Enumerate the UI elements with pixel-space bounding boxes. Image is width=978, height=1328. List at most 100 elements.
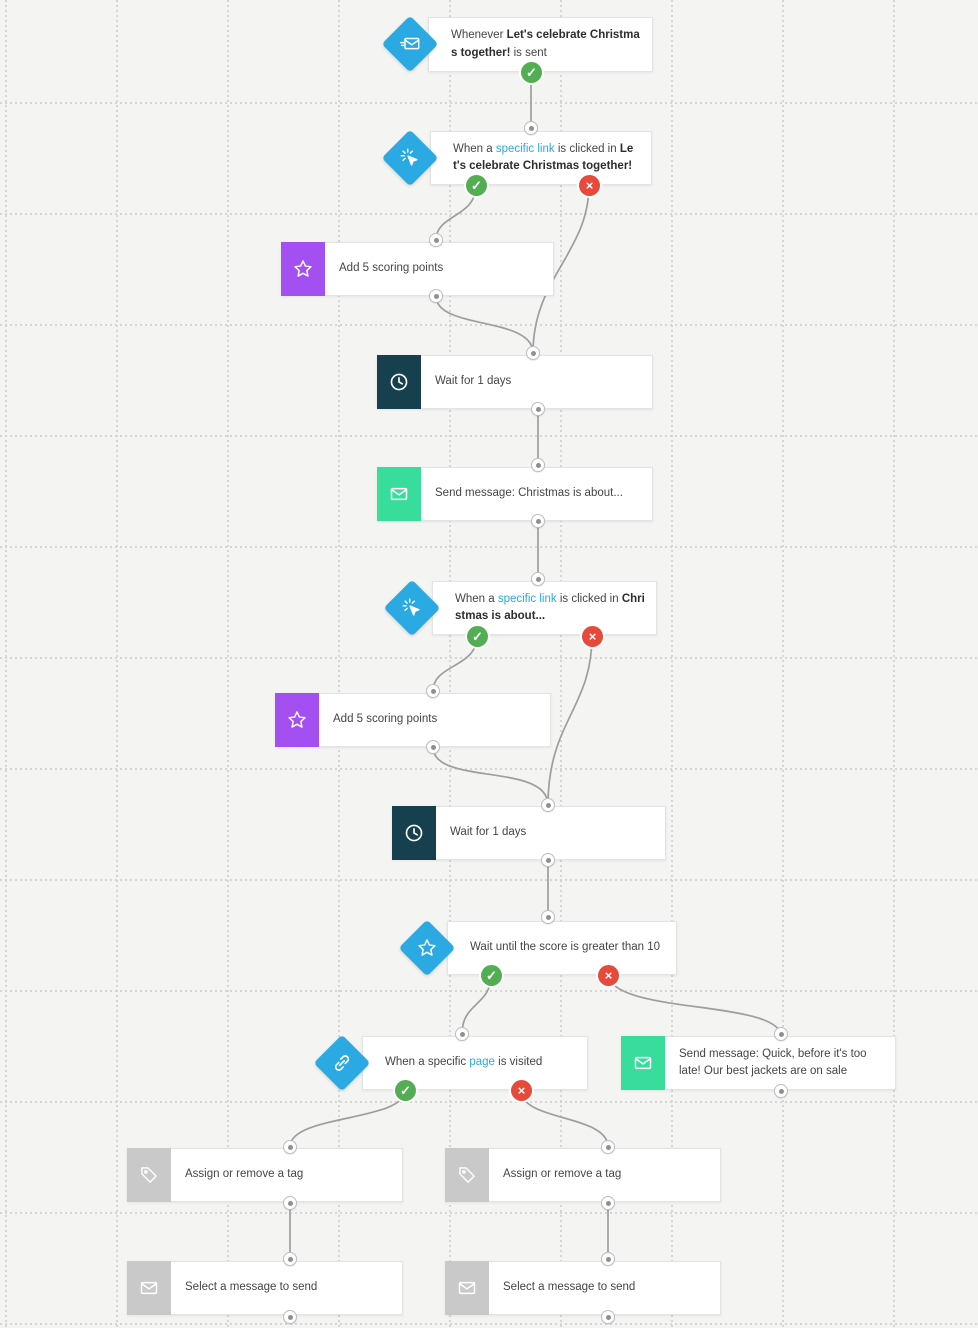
connector-dot[interactable] bbox=[774, 1027, 788, 1041]
connector-dot[interactable] bbox=[455, 1027, 469, 1041]
wire bbox=[289, 1089, 406, 1148]
clock-icon bbox=[392, 806, 436, 860]
condition-diamond[interactable] bbox=[383, 579, 441, 637]
failure-badge[interactable]: × bbox=[582, 626, 603, 647]
node-action-select-message-right[interactable]: Select a message to send bbox=[445, 1261, 721, 1315]
node-label: Add 5 scoring points bbox=[333, 713, 438, 726]
node-label: Wait for 1 days bbox=[435, 375, 512, 388]
connector-dot[interactable] bbox=[601, 1252, 615, 1266]
node-label: When a specific page is visited bbox=[385, 1054, 578, 1071]
node-action-send-message-2[interactable]: Send message: Quick, before it's too lat… bbox=[621, 1036, 896, 1090]
connector-dot[interactable] bbox=[426, 740, 440, 754]
label-text: is clicked in bbox=[556, 592, 622, 605]
node-action-select-message-left[interactable]: Select a message to send bbox=[127, 1261, 403, 1315]
label-link[interactable]: page bbox=[469, 1056, 495, 1069]
failure-badge[interactable]: × bbox=[598, 965, 619, 986]
connector-dot[interactable] bbox=[601, 1196, 615, 1210]
connector-dot[interactable] bbox=[541, 910, 555, 924]
node-label: Wait until the score is greater than 10 bbox=[470, 939, 667, 956]
success-badge[interactable]: ✓ bbox=[466, 175, 487, 196]
success-badge[interactable]: ✓ bbox=[521, 62, 542, 83]
connector-dot[interactable] bbox=[601, 1140, 615, 1154]
success-badge[interactable]: ✓ bbox=[467, 626, 488, 647]
node-action-wait-2[interactable]: Wait for 1 days bbox=[392, 806, 666, 860]
connector-dot[interactable] bbox=[429, 233, 443, 247]
message-sent-icon bbox=[390, 24, 430, 64]
tag-icon bbox=[445, 1148, 489, 1202]
envelope-icon bbox=[377, 467, 421, 521]
node-label: Assign or remove a tag bbox=[185, 1168, 304, 1181]
node-condition-link-clicked-2[interactable]: When a specific link is clicked in Chris… bbox=[432, 581, 657, 635]
envelope-icon bbox=[445, 1261, 489, 1315]
star-icon bbox=[281, 242, 325, 296]
success-badge[interactable]: ✓ bbox=[481, 965, 502, 986]
label-link[interactable]: specific link bbox=[497, 592, 557, 605]
connector-dot[interactable] bbox=[524, 121, 538, 135]
wire bbox=[435, 295, 534, 354]
connector-dot[interactable] bbox=[531, 514, 545, 528]
node-action-send-message[interactable]: Send message: Christmas is about... bbox=[377, 467, 653, 521]
clock-icon bbox=[377, 355, 421, 409]
connector-dot[interactable] bbox=[283, 1252, 297, 1266]
wire bbox=[520, 1089, 609, 1148]
wire bbox=[607, 974, 782, 1035]
label-text: When a specific bbox=[385, 1056, 470, 1069]
node-condition-page-visited[interactable]: When a specific page is visited bbox=[362, 1036, 588, 1090]
connector-dot[interactable] bbox=[429, 289, 443, 303]
connector-dot[interactable] bbox=[531, 402, 545, 416]
node-label: Wait for 1 days bbox=[450, 826, 527, 839]
connector-dot[interactable] bbox=[426, 684, 440, 698]
node-action-add-scoring-points[interactable]: Add 5 scoring points bbox=[281, 242, 554, 296]
wire bbox=[547, 635, 593, 806]
connector-dot[interactable] bbox=[283, 1140, 297, 1154]
label-link[interactable]: specific link bbox=[495, 142, 555, 155]
node-label: Add 5 scoring points bbox=[339, 262, 444, 275]
node-label: When a specific link is clicked in Let's… bbox=[453, 141, 642, 176]
label-text: When a bbox=[453, 142, 496, 155]
connector-dot[interactable] bbox=[601, 1310, 615, 1324]
wire bbox=[432, 746, 549, 806]
node-trigger-message-sent[interactable]: Whenever Let's celebrate Christmas toget… bbox=[428, 17, 653, 72]
connector-dot[interactable] bbox=[541, 798, 555, 812]
node-label: When a specific link is clicked in Chris… bbox=[455, 591, 647, 626]
node-condition-link-clicked[interactable]: When a specific link is clicked in Let's… bbox=[430, 131, 652, 185]
connector-dot[interactable] bbox=[531, 572, 545, 586]
connector-dot[interactable] bbox=[283, 1196, 297, 1210]
envelope-icon bbox=[127, 1261, 171, 1315]
chain-link-icon bbox=[322, 1043, 362, 1083]
node-action-add-scoring-points-2[interactable]: Add 5 scoring points bbox=[275, 693, 551, 747]
link-clicked-icon bbox=[390, 138, 430, 178]
label-strong: Christmas is about... bbox=[455, 592, 645, 622]
connector-dot[interactable] bbox=[531, 458, 545, 472]
condition-diamond[interactable] bbox=[313, 1034, 371, 1092]
label-text: is visited bbox=[494, 1056, 543, 1069]
wire bbox=[532, 184, 590, 354]
connector-dot[interactable] bbox=[283, 1310, 297, 1324]
trigger-diamond[interactable] bbox=[381, 15, 439, 73]
node-action-wait[interactable]: Wait for 1 days bbox=[377, 355, 653, 409]
label-text: is sent bbox=[510, 46, 547, 59]
label-text: When a bbox=[455, 592, 498, 605]
condition-diamond[interactable] bbox=[398, 919, 456, 977]
failure-badge[interactable]: × bbox=[579, 175, 600, 196]
node-label: Send message: Christmas is about... bbox=[435, 487, 623, 500]
node-label: Whenever Let's celebrate Christmas toget… bbox=[451, 27, 643, 62]
tag-icon bbox=[127, 1148, 171, 1202]
connector-dot[interactable] bbox=[526, 346, 540, 360]
node-condition-score[interactable]: Wait until the score is greater than 10 bbox=[447, 921, 677, 975]
label-text: Whenever bbox=[451, 29, 507, 42]
node-action-assign-tag-right[interactable]: Assign or remove a tag bbox=[445, 1148, 721, 1202]
failure-badge[interactable]: × bbox=[511, 1080, 532, 1101]
connector-dot[interactable] bbox=[774, 1084, 788, 1098]
success-badge[interactable]: ✓ bbox=[395, 1080, 416, 1101]
condition-diamond[interactable] bbox=[381, 129, 439, 187]
node-label: Select a message to send bbox=[503, 1281, 636, 1294]
node-label: Assign or remove a tag bbox=[503, 1168, 622, 1181]
connector-dot[interactable] bbox=[541, 853, 555, 867]
node-action-assign-tag-left[interactable]: Assign or remove a tag bbox=[127, 1148, 403, 1202]
label-text: is clicked in bbox=[554, 142, 620, 155]
star-icon bbox=[275, 693, 319, 747]
label-strong: Let's celebrate Christmas together! bbox=[451, 29, 640, 59]
